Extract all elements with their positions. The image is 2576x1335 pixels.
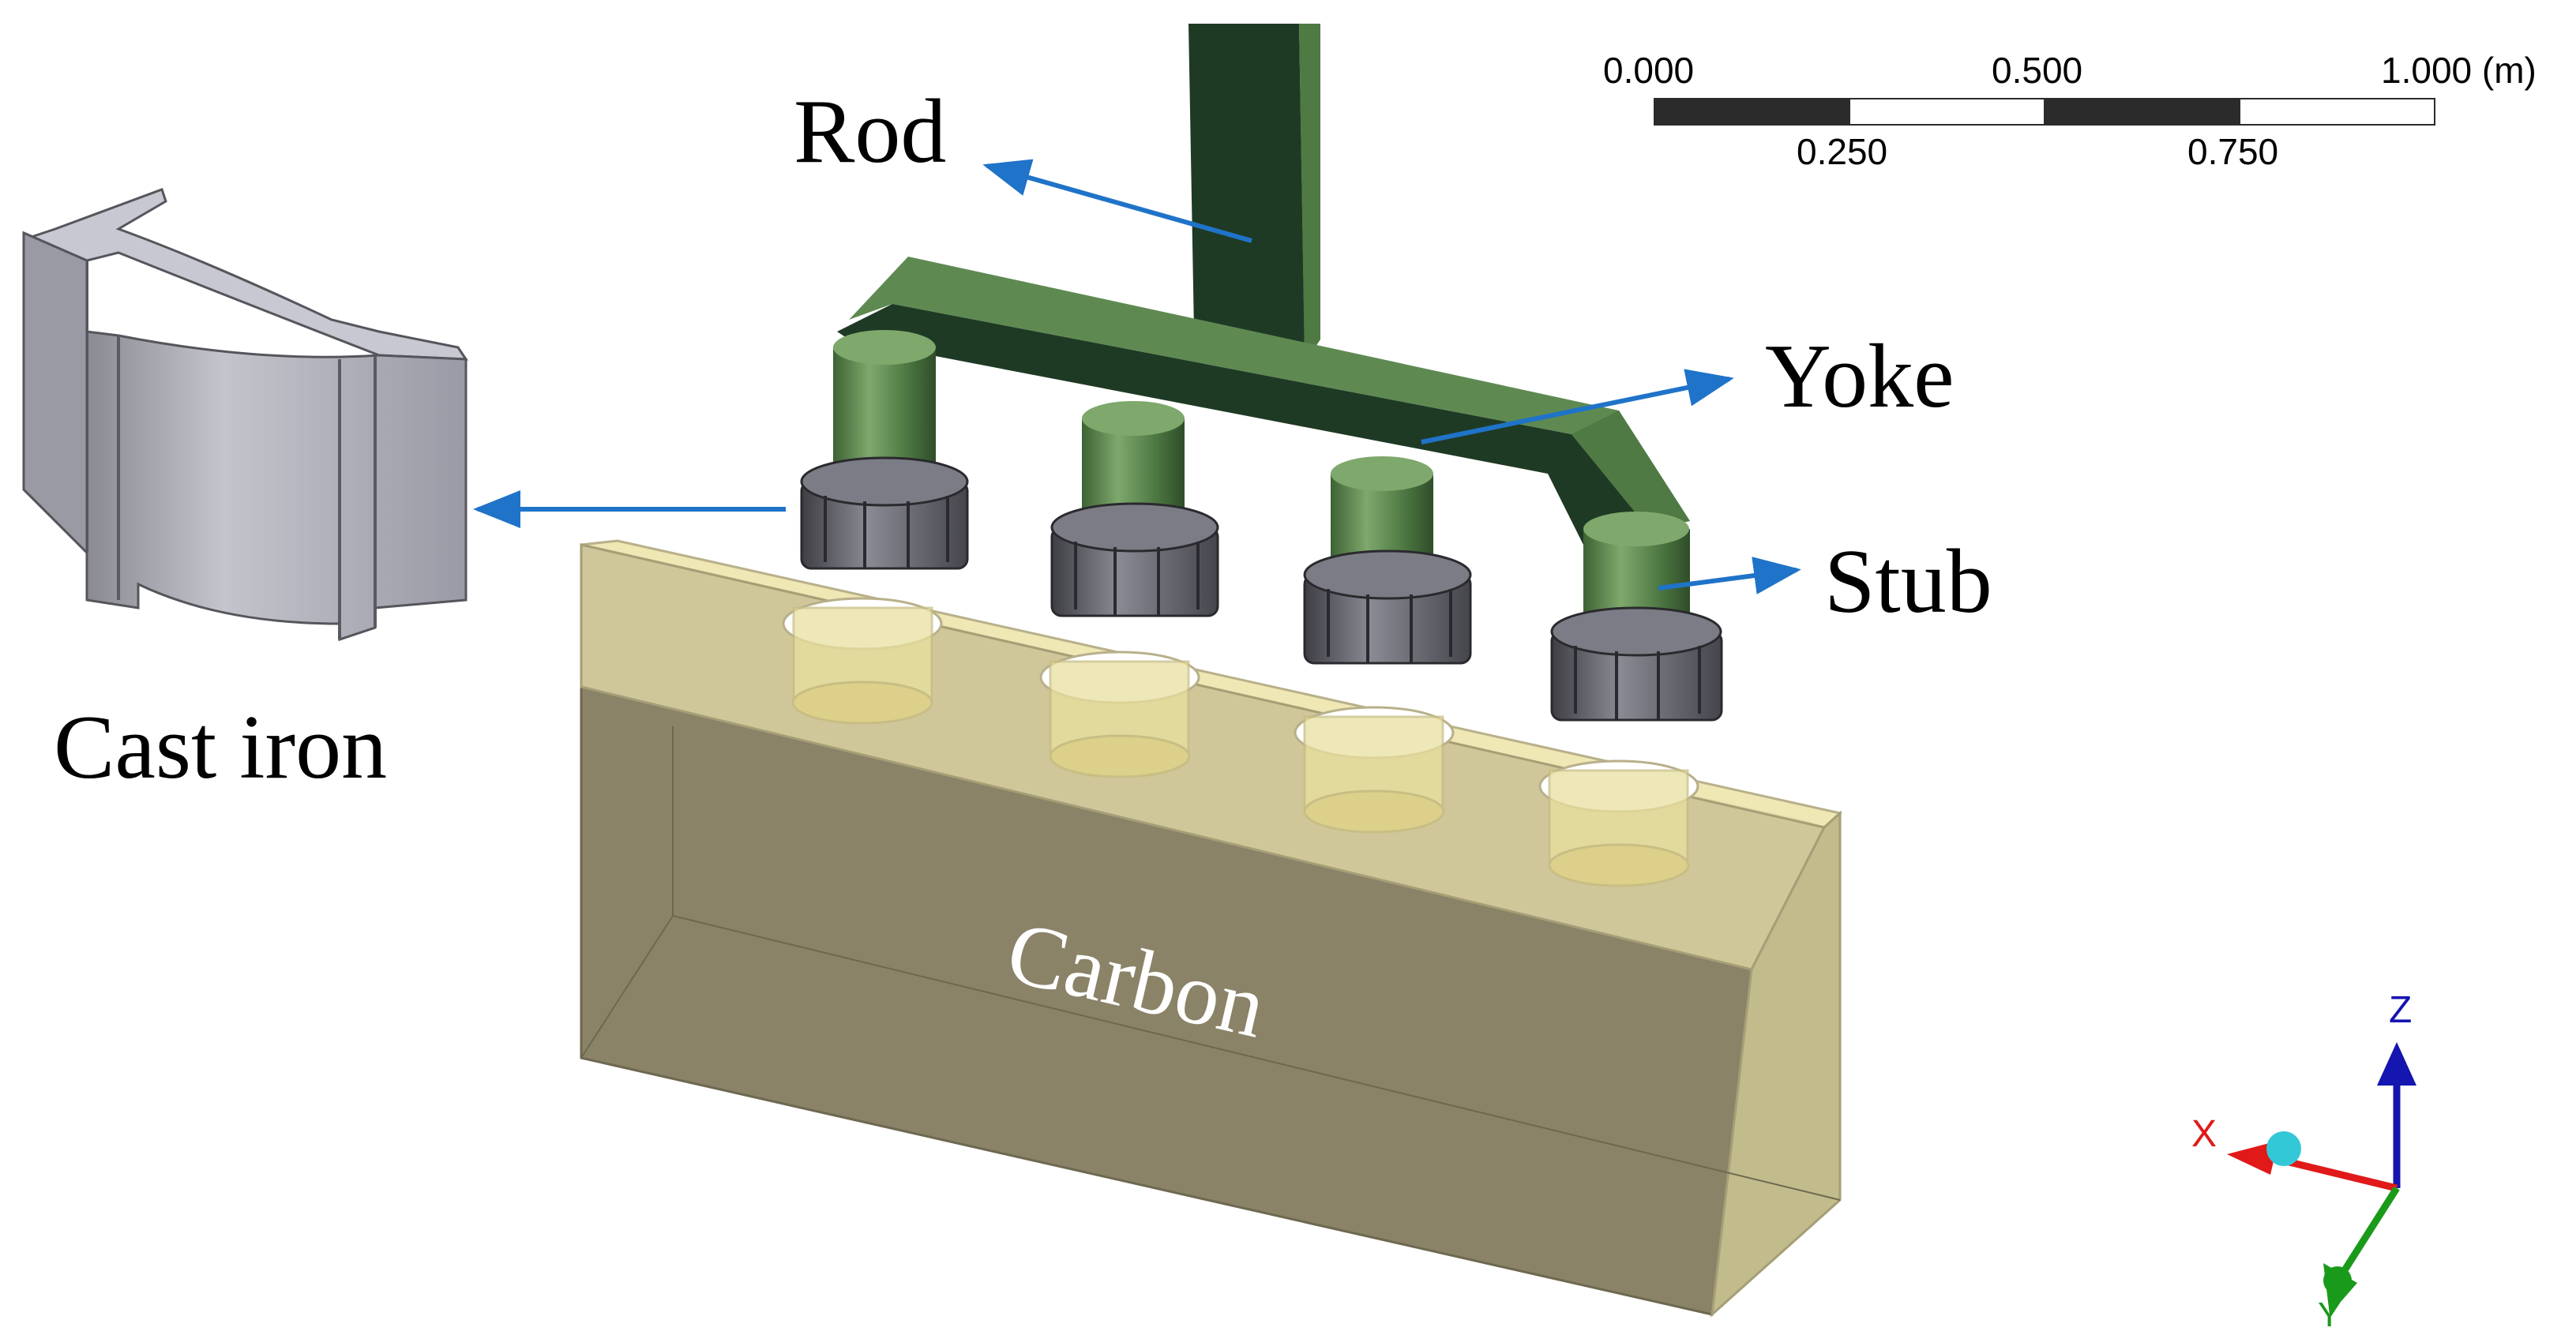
- yoke-top: [849, 257, 1690, 529]
- axis-triad: Z X Y: [2191, 989, 2416, 1334]
- scale-bar: 0.000 0.500 1.000 (m) 0.250 0.750: [1603, 50, 2537, 172]
- axis-z-label: Z: [2389, 989, 2412, 1031]
- cast-iron-ring-3: [1303, 549, 1472, 665]
- carbon-hole-3: [1294, 706, 1455, 834]
- axis-y-ball: [2323, 1266, 2352, 1295]
- yoke: [837, 257, 1690, 553]
- axis-origin-ball: [2266, 1131, 2301, 1166]
- scale-seg-1: [1654, 98, 1850, 126]
- carbon-hidden-edge-2: [672, 915, 1841, 1201]
- cast-iron-ring-1: [800, 456, 969, 570]
- scale-label-500: 0.500: [1992, 50, 2082, 91]
- scale-seg-3: [2044, 98, 2240, 126]
- yoke-end: [1572, 411, 1690, 529]
- rod-side: [1299, 24, 1320, 363]
- axis-z-head: [2377, 1042, 2416, 1086]
- label-yoke: Yoke: [1765, 326, 1955, 427]
- carbon-block: Carbon: [580, 539, 1843, 1318]
- label-stub: Stub: [1824, 531, 1992, 632]
- carbon-hole-4: [1538, 759, 1699, 887]
- axis-y-label: Y: [2318, 1296, 2341, 1334]
- axis-y-line: [2336, 1186, 2400, 1281]
- label-rod: Rod: [794, 81, 946, 182]
- carbon-hole-2: [1039, 651, 1200, 778]
- axis-x-label: X: [2191, 1113, 2217, 1155]
- scale-label-1000: 1.000 (m): [2381, 50, 2537, 91]
- carbon-hidden-edge-3: [580, 915, 674, 1059]
- carbon-side-face: [1710, 810, 1842, 1318]
- rod: [1188, 24, 1320, 363]
- cast-iron-detail-top: [28, 188, 468, 361]
- scale-seg-2: [1849, 98, 2045, 126]
- scale-label-250: 0.250: [1797, 131, 1887, 172]
- cast-iron-detail: [22, 188, 468, 642]
- arrow-rod: [982, 159, 1252, 243]
- label-cast-iron: Cast iron: [54, 697, 387, 798]
- axis-x-head: [2227, 1141, 2278, 1175]
- rod-front: [1188, 24, 1305, 347]
- yoke-front: [837, 304, 1649, 553]
- carbon-hole-1: [782, 597, 943, 725]
- arrow-stub: [1658, 557, 1801, 594]
- scale-label-750: 0.750: [2187, 131, 2278, 172]
- scale-seg-4: [2239, 98, 2435, 126]
- pointer-arrows: [473, 159, 1801, 594]
- cast-iron-ring-4: [1550, 606, 1723, 722]
- arrow-yoke: [1421, 369, 1734, 444]
- cast-iron-ring-2: [1050, 502, 1219, 617]
- scale-label-0: 0.000: [1603, 50, 1694, 91]
